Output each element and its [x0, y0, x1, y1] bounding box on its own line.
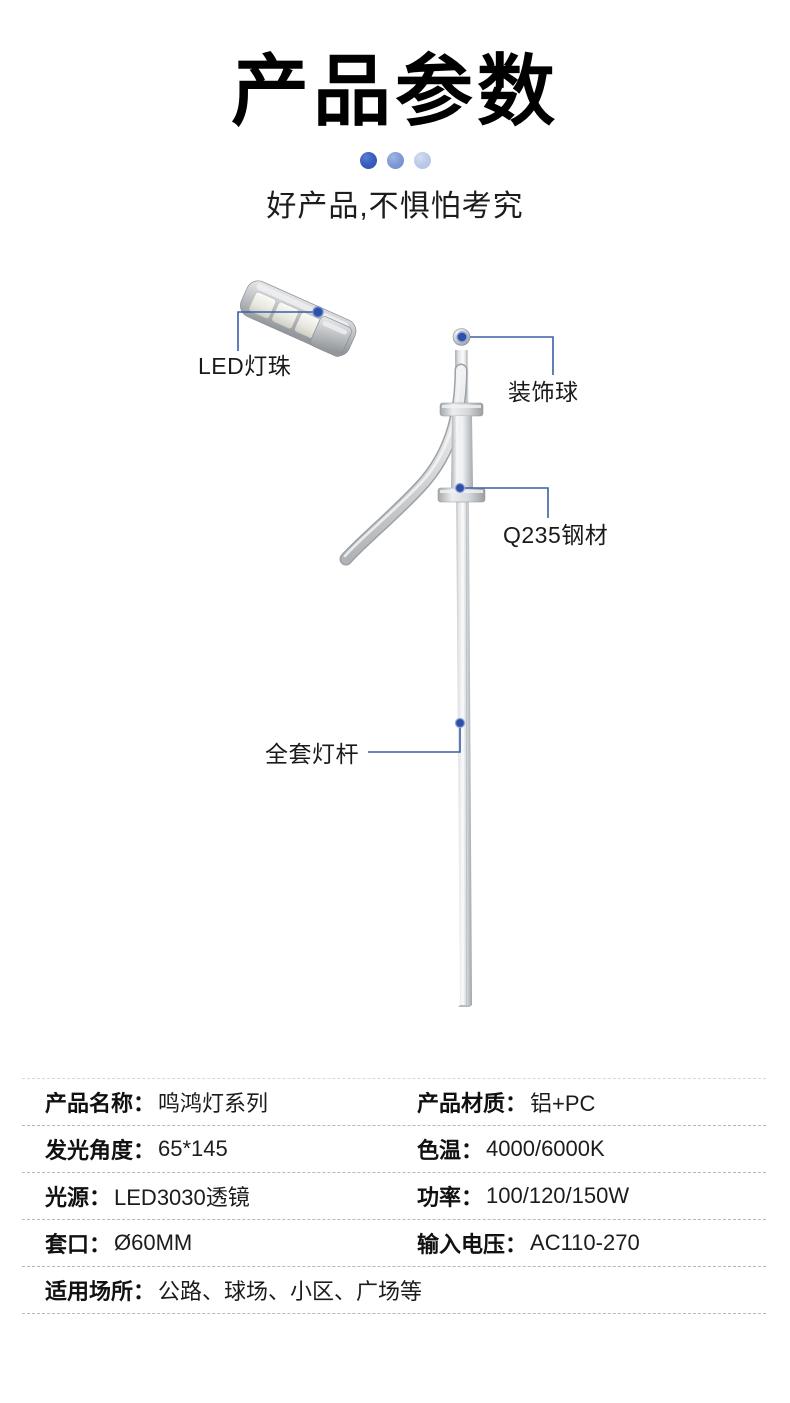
table-row: 套口： Ø60MM 输入电压： AC110-270 — [22, 1220, 766, 1267]
spec-cell-input-voltage: 输入电压： AC110-270 — [394, 1220, 766, 1266]
spec-value: Ø60MM — [114, 1230, 193, 1255]
spec-cell-light-source: 光源： LED3030透镜 — [22, 1173, 394, 1219]
spec-label: 套口： — [45, 1232, 112, 1257]
callout-label-full-lamp-pole: 全套灯杆 — [265, 741, 359, 767]
spec-cell-beam-angle: 发光角度： 65*145 — [22, 1126, 394, 1172]
table-row: 产品名称： 鸣鸿灯系列 产品材质： 铝+PC — [22, 1078, 766, 1126]
callout-dots — [312, 306, 468, 729]
spec-label: 适用场所： — [45, 1279, 156, 1304]
lamp-illustration — [237, 280, 554, 1007]
spec-value: AC110-270 — [530, 1230, 640, 1255]
spec-value: 4000/6000K — [486, 1136, 605, 1161]
spec-value: 65*145 — [158, 1136, 228, 1161]
spec-value: 铝+PC — [530, 1091, 596, 1116]
spec-label: 发光角度： — [45, 1138, 156, 1163]
lamp-diagram: LED灯珠 装饰球 Q235钢材 全套灯杆 — [0, 255, 790, 1045]
dot-light-icon — [413, 152, 431, 169]
spec-label: 功率： — [417, 1185, 484, 1210]
table-row: 适用场所： 公路、球场、小区、广场等 — [22, 1267, 766, 1314]
spec-cell-product-name: 产品名称： 鸣鸿灯系列 — [22, 1079, 394, 1125]
spec-value: 100/120/150W — [486, 1183, 630, 1208]
page-header: 产品参数 好产品,不惧怕考究 — [0, 0, 790, 225]
spec-value: 公路、球场、小区、广场等 — [158, 1279, 423, 1304]
spec-value: 鸣鸿灯系列 — [158, 1091, 269, 1116]
callout-label-q235-steel: Q235钢材 — [503, 522, 609, 548]
spec-label: 输入电压： — [417, 1232, 528, 1257]
spec-cell-application-scenarios: 适用场所： 公路、球场、小区、广场等 — [22, 1267, 766, 1313]
callout-label-led-bead: LED灯珠 — [198, 353, 292, 379]
spec-cell-socket-size: 套口： Ø60MM — [22, 1220, 394, 1266]
decorative-dots — [0, 152, 790, 169]
page-title: 产品参数 — [230, 47, 559, 135]
spec-label: 产品名称： — [45, 1091, 156, 1116]
callout-label-decorative-ball: 装饰球 — [508, 379, 579, 405]
spec-cell-product-material: 产品材质： 铝+PC — [394, 1079, 766, 1125]
table-row: 发光角度： 65*145 色温： 4000/6000K — [22, 1126, 766, 1173]
spec-value: LED3030透镜 — [114, 1185, 250, 1210]
spec-label: 产品材质： — [417, 1091, 528, 1116]
dot-medium-icon — [386, 152, 404, 169]
spec-label: 色温： — [417, 1138, 484, 1163]
dot-dark-icon — [359, 152, 377, 169]
table-row: 光源： LED3030透镜 功率： 100/120/150W — [22, 1173, 766, 1220]
specification-table: 产品名称： 鸣鸿灯系列 产品材质： 铝+PC 发光角度： 65*145 色温： … — [22, 1078, 766, 1314]
spec-cell-power: 功率： 100/120/150W — [394, 1173, 766, 1219]
spec-label: 光源： — [45, 1185, 112, 1210]
spec-cell-color-temperature: 色温： 4000/6000K — [394, 1126, 766, 1172]
page-subtitle: 好产品,不惧怕考究 — [266, 190, 524, 223]
